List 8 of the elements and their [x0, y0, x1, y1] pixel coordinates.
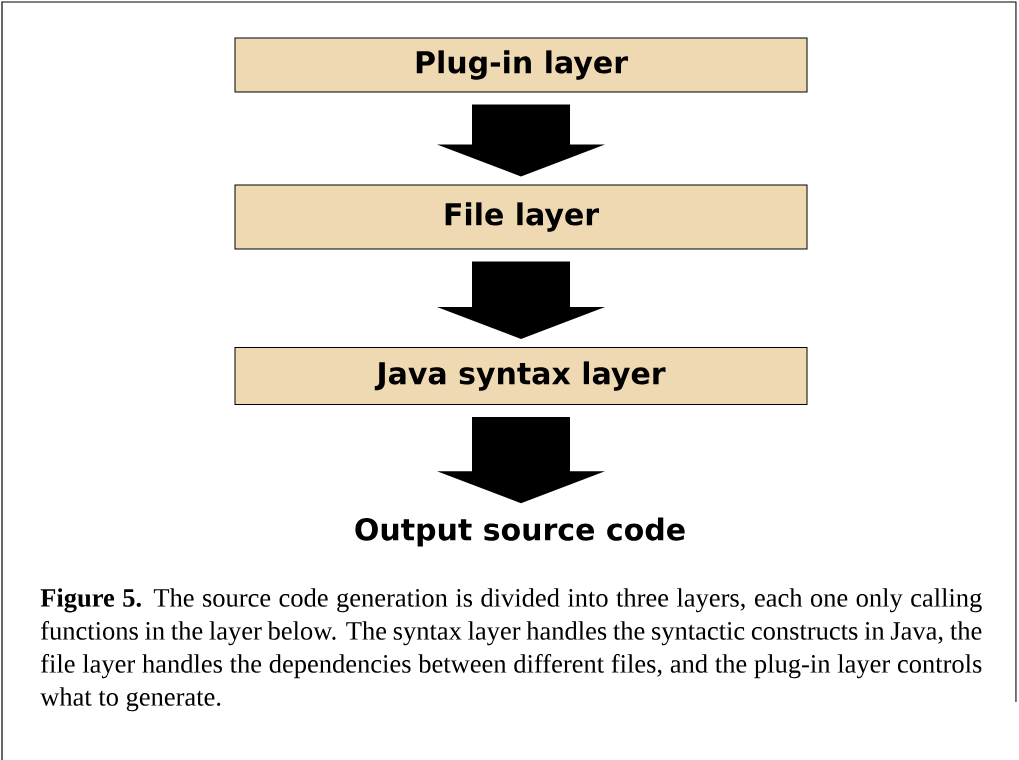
layer-box: Java syntax layer	[234, 347, 808, 405]
block-arrow	[437, 417, 605, 504]
output-label: Output source code	[355, 517, 685, 547]
figure-caption: Figure 5. The source code generation is divided into three layers, each one only calling functions in the layer below. The syntax layer handles the syntactic constructs in Java, the file layer handles the dependencies between different files, and the plug-in layer controls what to generate.	[40, 588, 982, 712]
block-arrow	[437, 104, 605, 177]
block-arrow	[437, 261, 605, 339]
layer-box: File layer	[234, 184, 808, 250]
layer-box: Plug-in layer	[234, 37, 808, 93]
